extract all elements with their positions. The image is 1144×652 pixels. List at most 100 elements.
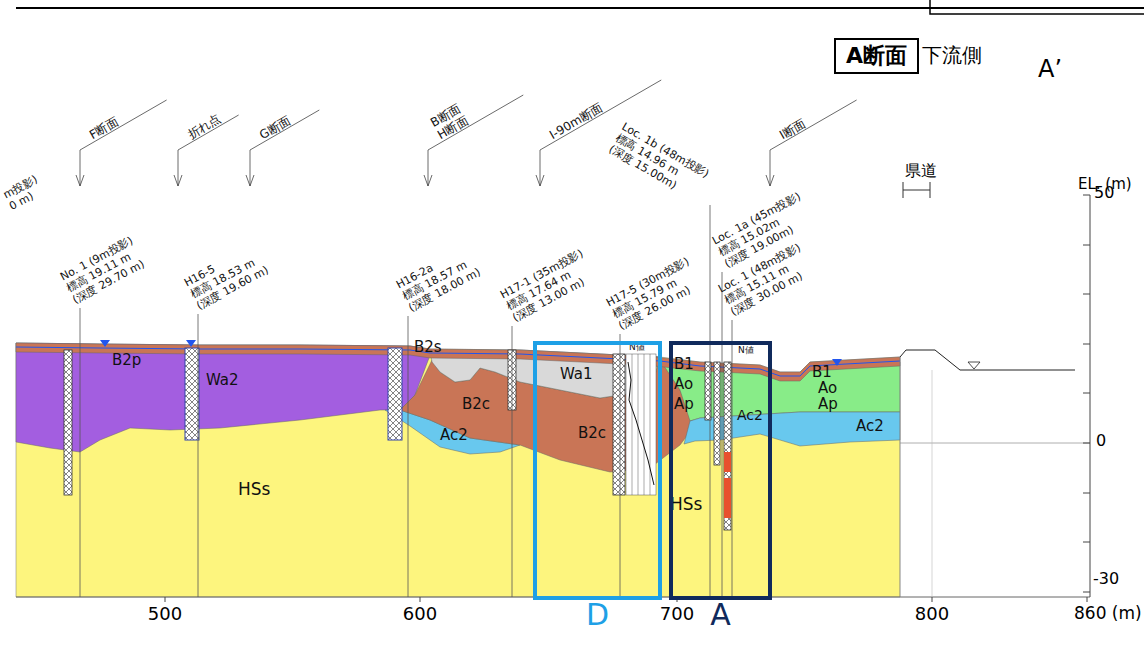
section-label: 折れ点 — [185, 112, 223, 142]
grid-line — [900, 357, 901, 597]
section-detail — [644, 354, 645, 495]
section-detail — [626, 354, 656, 495]
distance-label: 860 (m) — [1074, 604, 1142, 623]
elevation-zero-line — [900, 443, 1090, 444]
section-leader-line — [428, 95, 523, 150]
layer-label: B2s — [414, 339, 442, 356]
borehole-column — [724, 362, 731, 530]
borehole-label-group: H16-2a標高 18.57 m(深度 18.00 m) — [394, 243, 483, 315]
section-leader-line — [250, 110, 319, 150]
layer-label: B2c — [578, 425, 606, 442]
borehole-drop-line — [620, 334, 621, 597]
range-box: A — [669, 341, 772, 600]
layer-label: B2c — [462, 396, 490, 413]
section-title-box: A断面 — [834, 38, 919, 74]
distance-label: 500 — [148, 604, 182, 624]
layer-label: B2p — [112, 352, 141, 369]
road-bracket — [903, 182, 930, 198]
range-box: D — [533, 341, 662, 600]
borehole-drop-line — [408, 316, 409, 597]
borehole-column — [613, 354, 625, 495]
borehole-column — [714, 362, 720, 465]
borehole-column — [388, 348, 402, 440]
layer-label: Wa2 — [206, 372, 239, 389]
section-title: A断面 — [846, 43, 907, 68]
section-label-group: I断面 — [777, 116, 808, 142]
borehole-label-group: H17-1 (35m投影)標高 17.64 m(深度 13.00 m) — [498, 247, 598, 325]
layer-label: HSs — [670, 495, 702, 514]
section-label-group: G断面 — [257, 113, 293, 142]
distance-label: 800 — [915, 604, 949, 624]
borehole-drop-line — [512, 326, 513, 597]
section-position-arrow — [246, 150, 254, 186]
layer-label: B1 — [674, 356, 694, 373]
section-position-arrow — [76, 150, 84, 186]
borehole-drop-line — [722, 272, 723, 597]
wa2-layer — [16, 343, 432, 452]
n-value-graph — [626, 354, 656, 495]
borehole-column — [185, 348, 199, 440]
road-label: 県道 — [905, 162, 937, 180]
layer-label: Wa1 — [560, 366, 593, 383]
range-letter: D — [586, 598, 609, 632]
elevation-ticks — [1083, 195, 1090, 592]
layer-label: Ac2 — [856, 418, 884, 435]
borehole-drop-line — [80, 308, 81, 597]
n-value-label: N値 — [738, 346, 754, 356]
section-position-arrow — [424, 150, 432, 186]
elevation-axis — [1090, 195, 1091, 597]
distance-label: 700 — [660, 604, 694, 624]
borehole-label-group: H16-5標高 18.53 m(深度 19.60 m) — [182, 241, 271, 313]
n-value-line — [628, 362, 654, 485]
direction-label: 下流側 — [922, 44, 982, 66]
road-embankment — [900, 350, 1075, 370]
section-label: F断面 — [87, 114, 121, 142]
section-label-group: B断面H断面 — [428, 101, 471, 142]
borehole-column — [64, 350, 72, 495]
section-detail — [632, 354, 633, 495]
section-leader-line — [770, 100, 857, 150]
section-label: I-90m断面 — [547, 100, 605, 142]
sheet-frame — [16, 7, 1144, 9]
sheet-corner-box — [930, 0, 1144, 14]
layer-label: Ao — [818, 380, 837, 397]
layer-label: Ao — [674, 376, 693, 393]
borehole-label-group: No. 1 (9m投影)標高 19.11 m(深度 29.70 m) — [58, 234, 147, 306]
range-letter: A — [710, 598, 731, 632]
water-level-mark — [968, 362, 980, 369]
layer-label: Ap — [674, 396, 694, 413]
layer-label: B1 — [812, 364, 832, 381]
layer-label: Ac2 — [737, 408, 763, 423]
layer-label: Ac2 — [440, 427, 468, 444]
distance-label: 600 — [403, 604, 437, 624]
section-label-group: F断面 — [87, 114, 121, 142]
core-sample-bar — [724, 478, 731, 518]
borehole-label-group: Loc. 1b (48m投影)標高 14.96 m(深度 15.00m) — [607, 120, 712, 203]
section-position-arrow — [174, 150, 182, 186]
section-label: I断面 — [777, 116, 808, 142]
layer-label: HSs — [238, 480, 270, 499]
section-label-group: 折れ点 — [185, 112, 223, 142]
layer-label: Ap — [818, 396, 838, 413]
groundwater-line — [16, 347, 900, 376]
grid-line — [932, 370, 933, 597]
core-sample-bar — [724, 452, 731, 472]
section-label: G断面 — [257, 113, 293, 142]
section-position-arrow — [766, 150, 774, 186]
hss-layer — [16, 343, 900, 597]
elevation-label: -30 — [1093, 570, 1119, 588]
section-end-label: A’ — [1038, 56, 1062, 82]
elevation-label: 0 — [1096, 432, 1106, 450]
elevation-label: 50 — [1094, 184, 1114, 202]
section-detail — [650, 354, 651, 495]
section-position-arrow — [536, 150, 544, 186]
borehole-label-group: H17-5 (30m投影)標高 15.79 m(深度 26.00 m) — [604, 255, 704, 333]
borehole-label-group: m投影)0 m) — [1, 173, 46, 213]
borehole-drop-line — [732, 320, 733, 597]
section-label-group: I-90m断面 — [547, 100, 605, 142]
borehole-drop-line — [198, 314, 199, 597]
borehole-drop-line — [710, 205, 711, 597]
section-leader-line — [80, 100, 167, 150]
